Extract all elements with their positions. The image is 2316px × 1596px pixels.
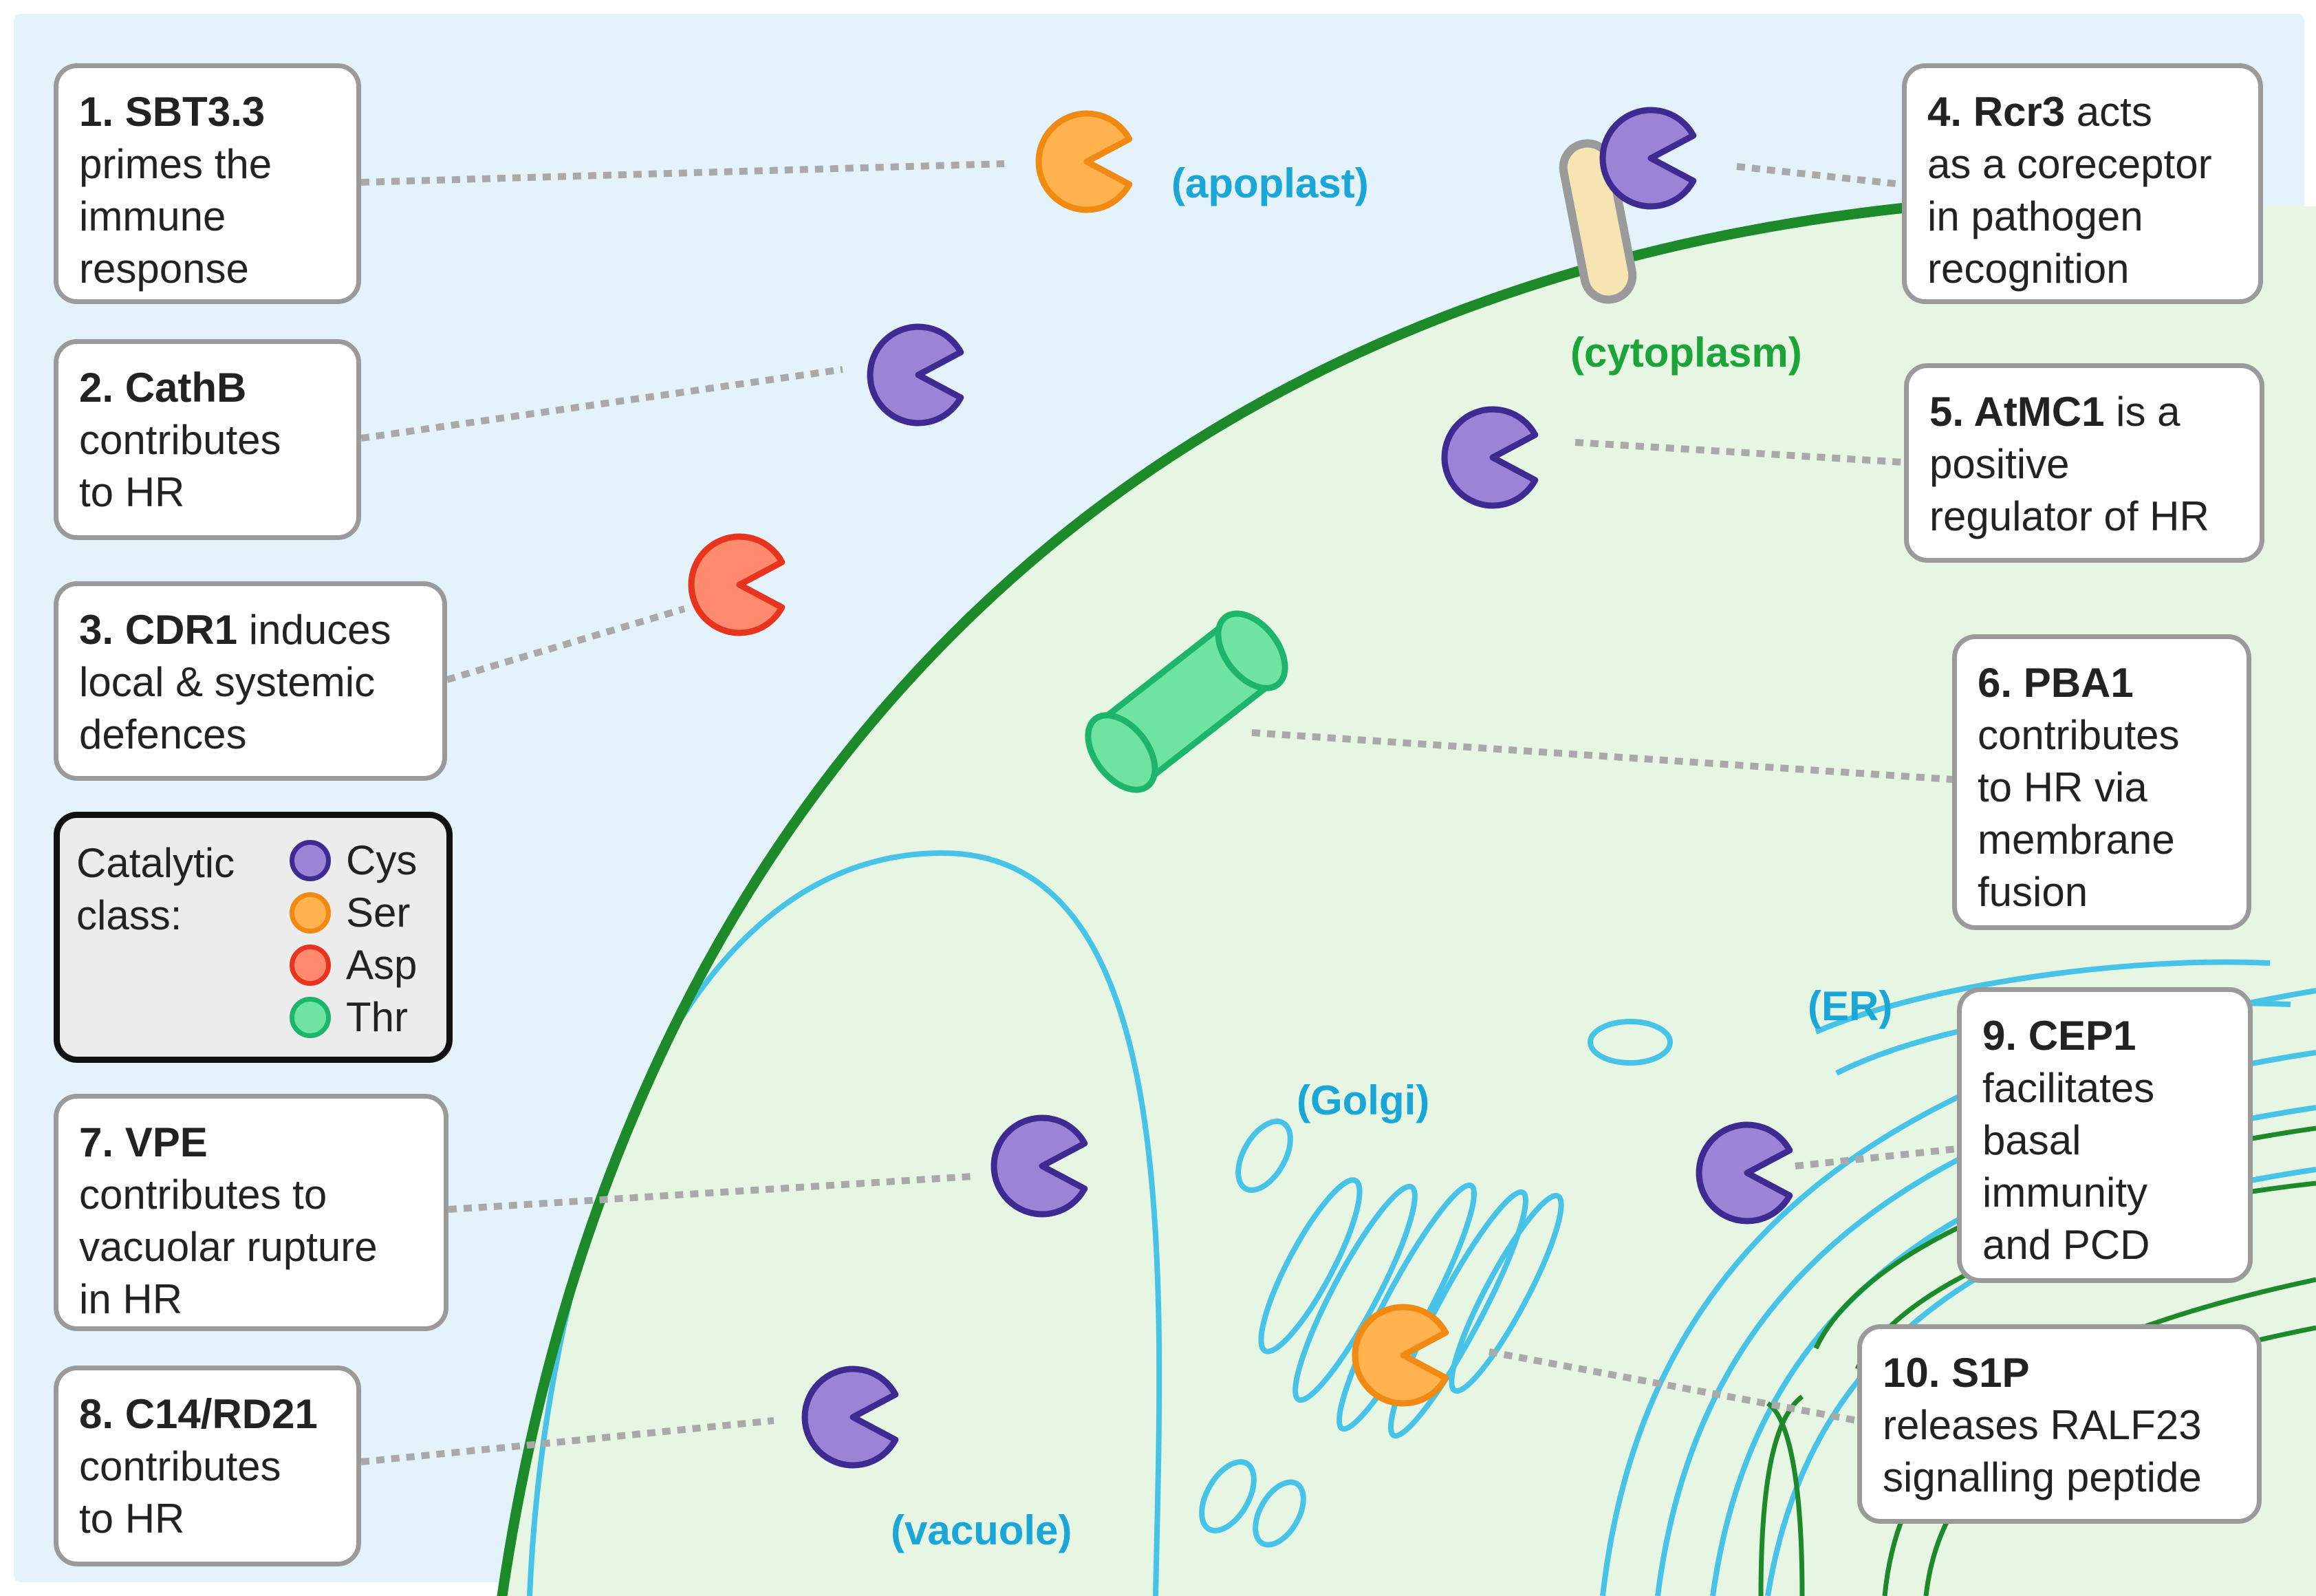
callout-line: immunity	[1982, 1169, 2148, 1216]
legend-label: Thr	[346, 994, 408, 1040]
callout-line: facilitates	[1982, 1065, 2155, 1111]
callout-line: contributes	[79, 417, 281, 463]
callout-line: in HR	[79, 1276, 183, 1322]
legend-heading-line: class:	[76, 892, 182, 938]
thr-swatch-icon	[290, 997, 331, 1038]
callout-title: 1. SBT3.3	[79, 89, 266, 135]
callout-line: fusion	[1978, 869, 2088, 915]
callout-title: 9. CEP1	[1982, 1013, 2136, 1059]
callout-line: contributes to	[79, 1172, 327, 1218]
callout-line: membrane	[1978, 817, 2175, 863]
ser-swatch-icon	[290, 892, 331, 934]
callout-title: 2. CathB	[79, 365, 247, 411]
callout-line: as a coreceptor	[1927, 141, 2212, 187]
callout-title: 6. PBA1	[1978, 660, 2134, 706]
leader-pba1	[1251, 729, 1953, 783]
catalytic-class-legend: Catalytic class: Cys Ser Asp Thr	[54, 812, 453, 1063]
leader-cathb	[360, 366, 843, 442]
leader-sbt33	[360, 160, 1005, 186]
cytoplasm-label: (cytoplasm)	[1570, 330, 1802, 376]
legend-heading-line: Catalytic	[76, 840, 235, 886]
leader-cdr1	[446, 605, 686, 683]
callout-line: contributes	[79, 1443, 281, 1489]
leader-rcr3	[1736, 163, 1903, 188]
callout-line: immune	[79, 193, 226, 239]
protease-sbt33-ser-icon	[1035, 110, 1133, 213]
er-label: (ER)	[1808, 983, 1893, 1029]
callout-title-suffix: acts	[2065, 89, 2152, 135]
legend-label: Asp	[346, 942, 418, 988]
callout-cep1: 9. CEP1 facilitates basal immunity and P…	[1957, 987, 2253, 1283]
callout-line: to HR	[79, 469, 185, 515]
callout-line: basal	[1982, 1117, 2081, 1163]
callout-cdr1: 3. CDR1 induces local & systemic defence…	[54, 581, 447, 781]
cys-swatch-icon	[290, 840, 331, 881]
protease-s1p-ser-icon	[1352, 1304, 1449, 1407]
legend-heading: Catalytic class:	[76, 837, 235, 942]
legend-label: Ser	[346, 889, 411, 936]
callout-line: primes the	[79, 141, 272, 187]
callout-line: contributes	[1978, 712, 2180, 758]
callout-pba1: 6. PBA1 contributes to HR via membrane f…	[1952, 634, 2251, 930]
membrane-receptor	[1559, 139, 1637, 304]
callout-line: recognition	[1927, 246, 2130, 292]
asp-swatch-icon	[290, 945, 331, 986]
golgi-label: (Golgi)	[1297, 1077, 1430, 1123]
legend-label: Cys	[346, 837, 418, 883]
callout-line: defences	[79, 711, 247, 757]
leader-cep1	[1795, 1145, 1958, 1169]
callout-title: 3. CDR1	[79, 607, 238, 653]
callout-line: releases RALF23	[1883, 1402, 2202, 1448]
callout-c14: 8. C14/RD21 contributes to HR	[54, 1366, 361, 1566]
callout-title-suffix: is a	[2104, 389, 2180, 435]
callout-line: and PCD	[1982, 1222, 2150, 1268]
callout-cathb: 2. CathB contributes to HR	[54, 339, 361, 540]
callout-line: vacuolar rupture	[79, 1224, 378, 1270]
callout-line: positive	[1929, 441, 2070, 487]
protease-cep1-cys-icon	[1696, 1121, 1793, 1225]
callout-s1p: 10. S1P releases RALF23 signalling pepti…	[1857, 1324, 2262, 1524]
vacuole-label: (vacuole)	[891, 1507, 1072, 1553]
callout-line: regulator of HR	[1929, 493, 2209, 539]
callout-line: signalling peptide	[1883, 1454, 2202, 1500]
callout-rcr3: 4. Rcr3 acts as a coreceptor in pathogen…	[1902, 63, 2263, 304]
callout-title: 8. C14/RD21	[79, 1391, 318, 1437]
callout-title: 4. Rcr3	[1927, 89, 2066, 135]
leader-vpe	[448, 1173, 974, 1213]
callout-line: to HR via	[1978, 764, 2147, 810]
callout-title-suffix: induces	[237, 607, 391, 653]
protease-vpe-cys-icon	[991, 1114, 1088, 1218]
apoplast-label: (apoplast)	[1171, 160, 1369, 206]
cytoplasm-area	[502, 206, 2316, 1596]
leader-atmc1	[1574, 439, 1905, 466]
callout-line: to HR	[79, 1496, 185, 1542]
protease-rcr3-cys-icon	[1599, 107, 1697, 210]
callout-line: in pathogen	[1927, 193, 2143, 239]
callout-line: response	[79, 246, 249, 292]
callout-title: 10. S1P	[1883, 1350, 2030, 1396]
callout-title: 5. AtMC1	[1929, 389, 2105, 435]
leader-s1p	[1489, 1348, 1858, 1424]
callout-line: local & systemic	[79, 659, 376, 705]
protease-cathb-cys-icon	[867, 323, 964, 427]
callout-atmc1: 5. AtMC1 is a positive regulator of HR	[1904, 363, 2264, 563]
protease-atmc1-cys-icon	[1441, 406, 1539, 509]
protease-cdr1-asp-icon	[688, 533, 786, 636]
protease-pba1-proteasome-icon	[1085, 610, 1288, 793]
callout-sbt33: 1. SBT3.3 primes the immune response	[54, 63, 361, 304]
callout-title: 7. VPE	[79, 1119, 208, 1165]
callout-vpe: 7. VPE contributes to vacuolar rupture i…	[54, 1094, 448, 1331]
plasma-membrane	[497, 201, 1925, 1596]
protease-c14-cys-icon	[801, 1366, 899, 1469]
